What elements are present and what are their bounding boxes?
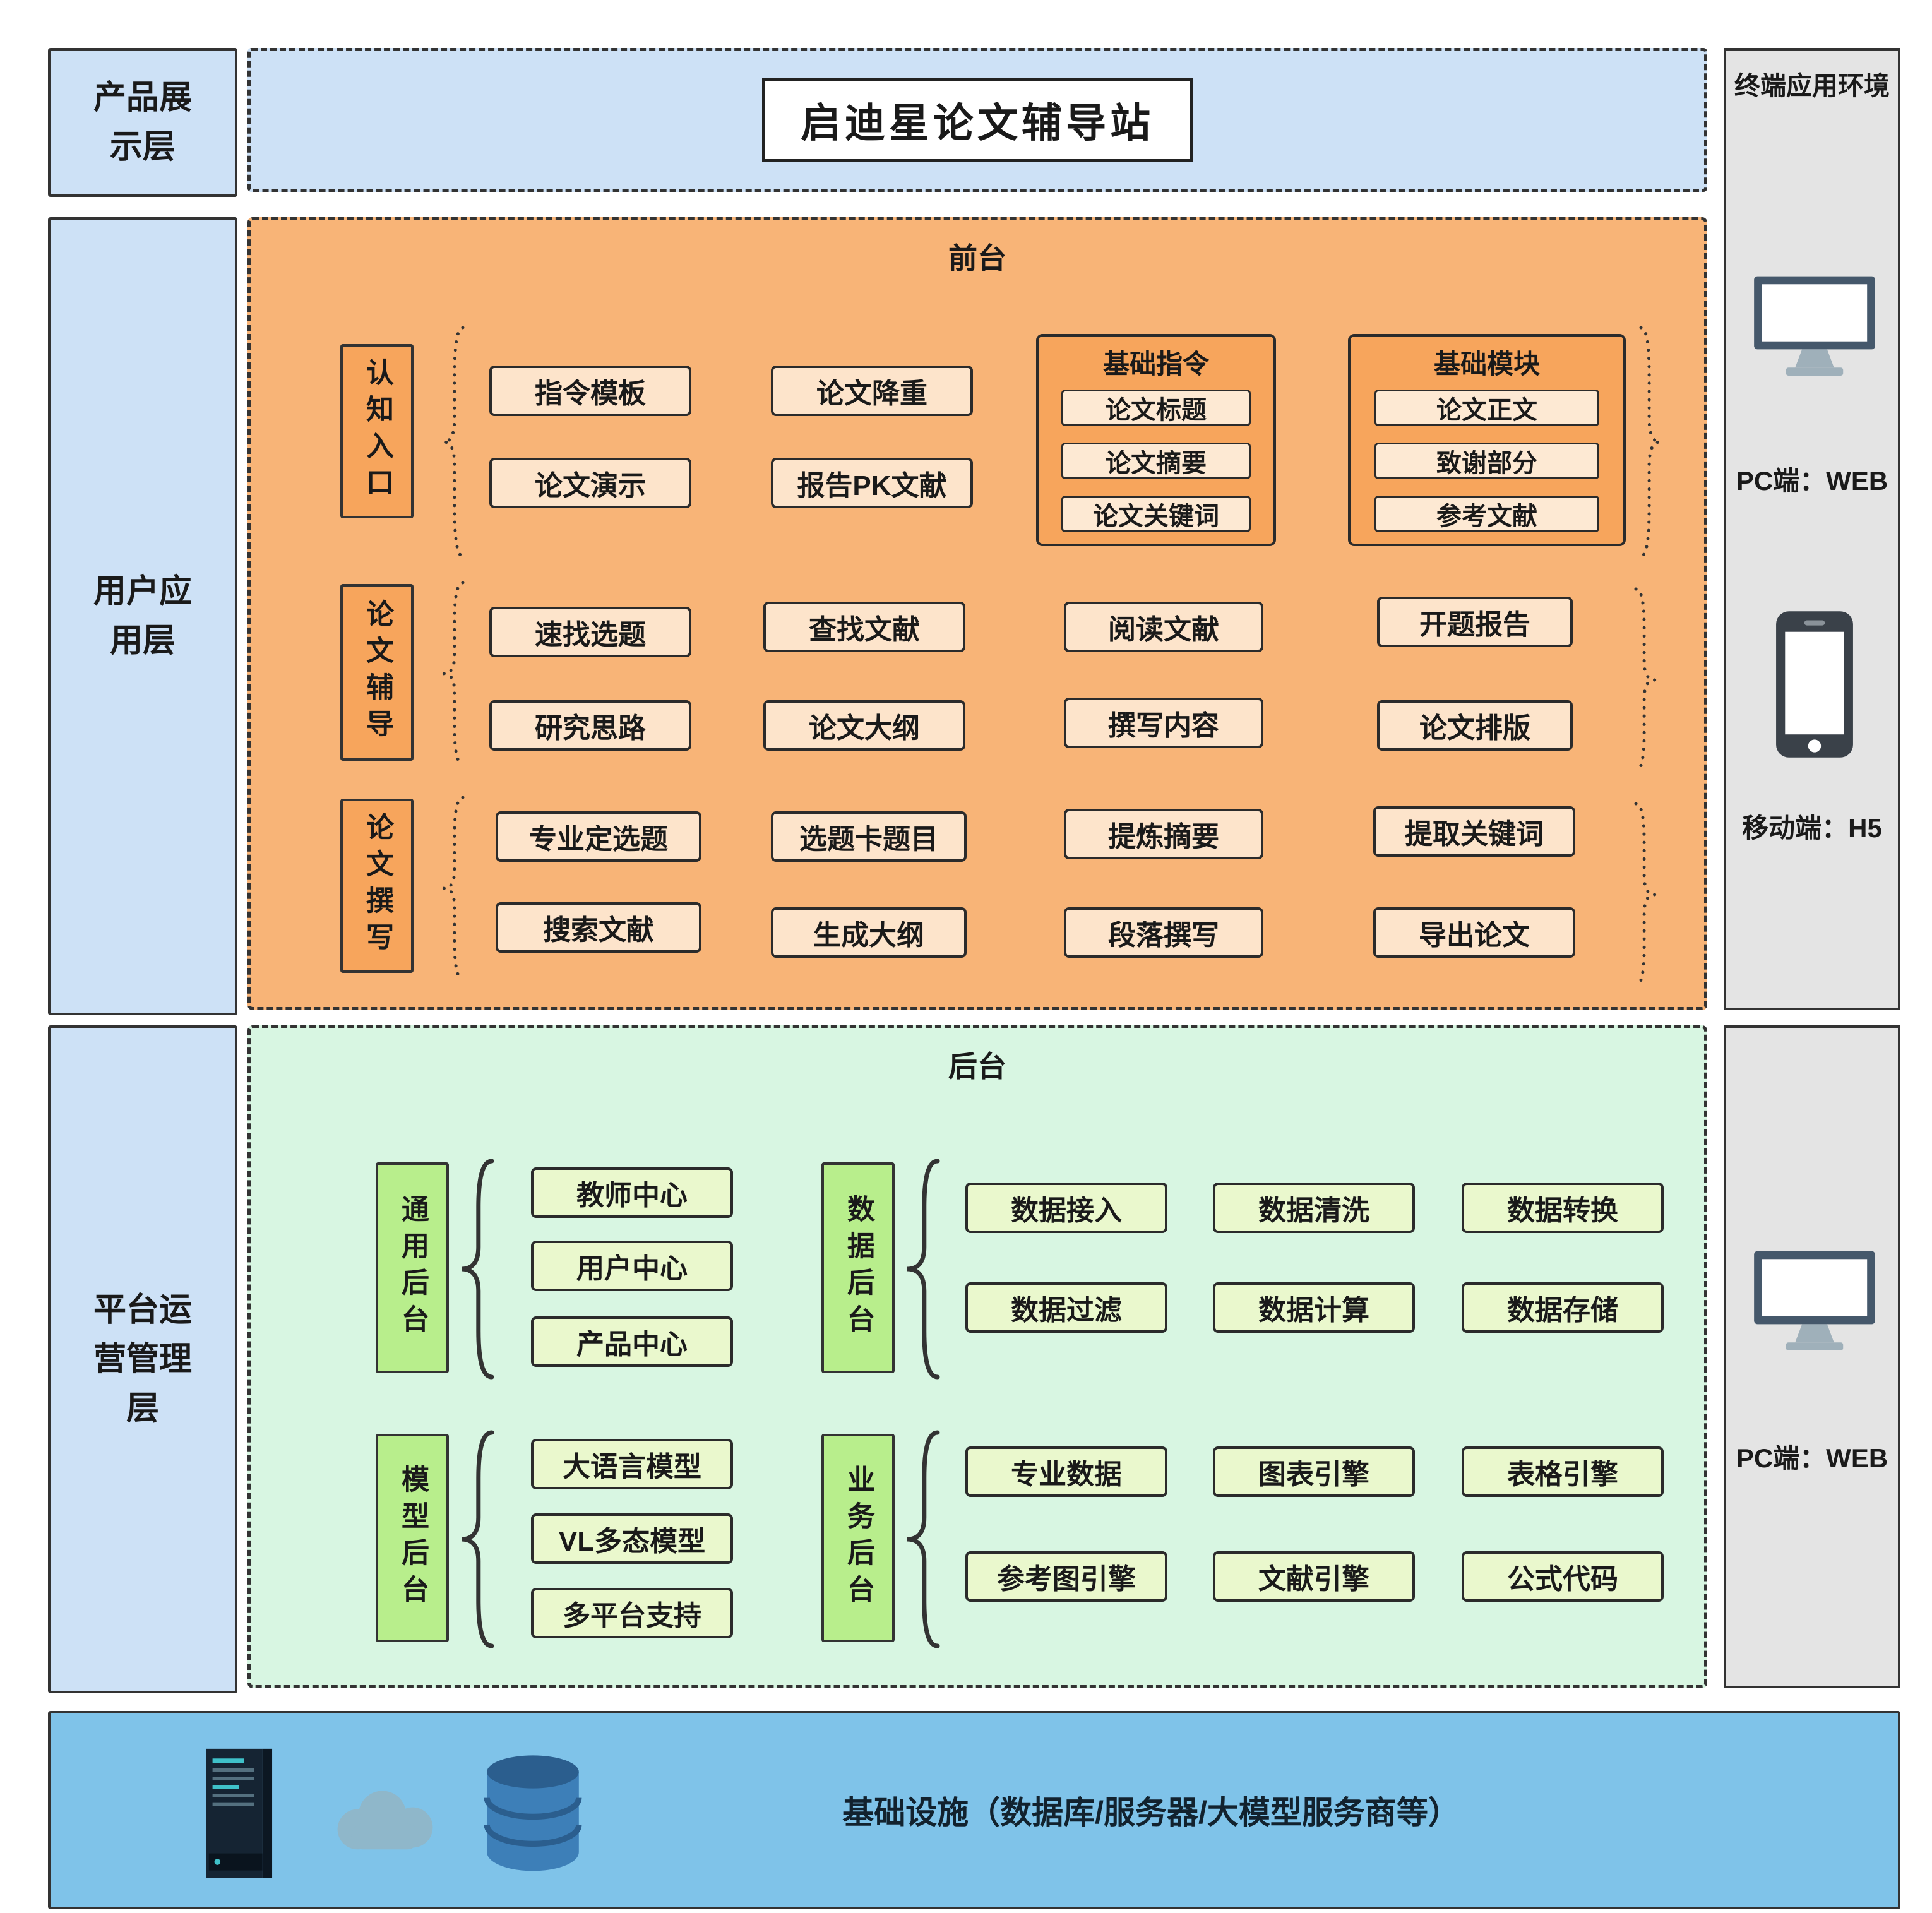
frontend-item: 速找选题 (489, 607, 691, 657)
frontend-item: 查找文献 (763, 602, 965, 652)
frontend-item: 提炼摘要 (1064, 809, 1263, 859)
backend-item: 数据清洗 (1213, 1183, 1415, 1233)
frontend-item: 搜索文献 (496, 902, 701, 953)
subgroup-item: 参考文献 (1374, 496, 1599, 532)
backend-section: 后台 通用后台 教师中心 用户中心 产品中心 数据后台 数据接入 数据清洗 数据… (247, 1025, 1707, 1688)
brace-left (907, 1159, 940, 1380)
subgroup-item: 论文摘要 (1061, 443, 1251, 479)
backend-item: 用户中心 (531, 1241, 733, 1291)
frontend-group-label-tutoring: 论文辅导 (340, 584, 414, 761)
frontend-group-label-writing: 论文撰写 (340, 799, 414, 973)
subgroup-title: 基础指令 (1102, 349, 1209, 379)
phone-icon (1776, 611, 1853, 758)
terminal-env-panel-2: PC端：WEB (1724, 1025, 1900, 1688)
frontend-item: 撰写内容 (1064, 698, 1263, 748)
frontend-section: 前台 认知入口 指令模板 论文演示 论文降重 报告PK文献 基础指令 论文标题 … (247, 217, 1707, 1010)
layer-product-display: 产品展示层 (48, 48, 237, 197)
server-icon (206, 1748, 273, 1878)
brace-right (1639, 326, 1661, 558)
pc-web-label-2: PC端：WEB (1736, 1443, 1888, 1473)
frontend-item: 生成大纲 (771, 907, 967, 958)
frontend-item: 报告PK文献 (771, 458, 973, 508)
subgroup-basic-commands: 基础指令 论文标题 论文摘要 论文关键词 (1036, 334, 1276, 546)
frontend-item: 论文排版 (1377, 700, 1573, 751)
backend-group-label-data: 数据后台 (821, 1162, 895, 1373)
terminal-env-title: 终端应用环境 (1734, 71, 1890, 100)
subgroup-basic-modules: 基础模块 论文正文 致谢部分 参考文献 (1348, 334, 1626, 546)
backend-group-label-business: 业务后台 (821, 1434, 895, 1642)
pc-web-label: PC端：WEB (1736, 466, 1888, 496)
brace-right (1634, 587, 1655, 773)
terminal-env-panel: 终端应用环境 PC端：WEB 移动端：H5 (1724, 48, 1900, 1010)
backend-item: 公式代码 (1462, 1551, 1664, 1602)
layer-label: 产品展示层 (93, 80, 192, 165)
subgroup-item: 致谢部分 (1374, 443, 1599, 479)
backend-group-label-model: 模型后台 (376, 1434, 449, 1642)
mobile-h5-label: 移动端：H5 (1742, 813, 1882, 843)
backend-item: 数据存储 (1462, 1282, 1664, 1333)
page-title: 启迪星论文辅导站 (762, 78, 1193, 162)
brace-right (1634, 802, 1655, 987)
frontend-item: 开题报告 (1377, 597, 1573, 647)
backend-item: VL多态模型 (531, 1513, 733, 1564)
infrastructure-label: 基础设施（数据库/服务器/大模型服务商等） (842, 1795, 1460, 1830)
layer-user-application: 用户应用层 (48, 217, 237, 1015)
frontend-item: 阅读文献 (1064, 602, 1263, 652)
product-banner: 启迪星论文辅导站 (247, 48, 1707, 192)
database-icon (484, 1755, 582, 1871)
frontend-item: 论文演示 (489, 458, 691, 508)
frontend-item: 论文大纲 (763, 700, 965, 751)
backend-item: 产品中心 (531, 1316, 733, 1367)
backend-title: 后台 (948, 1050, 1006, 1083)
frontend-item: 指令模板 (489, 366, 691, 416)
brace-left (443, 796, 465, 981)
brace-left (461, 1159, 494, 1380)
frontend-title: 前台 (948, 242, 1006, 275)
frontend-group-label-cognition: 认知入口 (340, 344, 414, 518)
cloud-icon (337, 1791, 433, 1850)
backend-item: 表格引擎 (1462, 1446, 1664, 1497)
infrastructure-bar: 基础设施（数据库/服务器/大模型服务商等） (48, 1711, 1900, 1909)
backend-item: 参考图引擎 (965, 1551, 1167, 1602)
layer-label: 平台运营管理层 (93, 1292, 192, 1427)
frontend-item: 论文降重 (771, 366, 973, 416)
backend-item: 多平台支持 (531, 1588, 733, 1638)
backend-item: 文献引擎 (1213, 1551, 1415, 1602)
frontend-item: 选题卡题目 (771, 811, 967, 862)
frontend-item: 研究思路 (489, 700, 691, 751)
subgroup-item: 论文正文 (1374, 390, 1599, 426)
backend-item: 数据计算 (1213, 1282, 1415, 1333)
backend-item: 数据过滤 (965, 1282, 1167, 1333)
backend-item: 教师中心 (531, 1167, 733, 1218)
backend-item: 数据转换 (1462, 1183, 1664, 1233)
backend-item: 大语言模型 (531, 1439, 733, 1489)
subgroup-item: 论文标题 (1061, 390, 1251, 426)
layer-label: 用户应用层 (93, 573, 192, 659)
frontend-item: 段落撰写 (1064, 907, 1263, 958)
frontend-item: 提取关键词 (1373, 806, 1575, 857)
frontend-item: 专业定选题 (496, 811, 701, 862)
subgroup-item: 论文关键词 (1061, 496, 1251, 532)
monitor-icon (1754, 276, 1875, 376)
backend-item: 图表引擎 (1213, 1446, 1415, 1497)
backend-group-label-general: 通用后台 (376, 1162, 449, 1373)
subgroup-title: 基础模块 (1433, 349, 1540, 379)
frontend-item: 导出论文 (1373, 907, 1575, 958)
brace-left (443, 326, 465, 558)
layer-platform-ops: 平台运营管理层 (48, 1025, 237, 1693)
brace-left (907, 1430, 940, 1648)
monitor-icon (1754, 1251, 1875, 1350)
backend-item: 数据接入 (965, 1183, 1167, 1233)
brace-left (443, 581, 465, 766)
brace-left (461, 1430, 494, 1648)
backend-item: 专业数据 (965, 1446, 1167, 1497)
